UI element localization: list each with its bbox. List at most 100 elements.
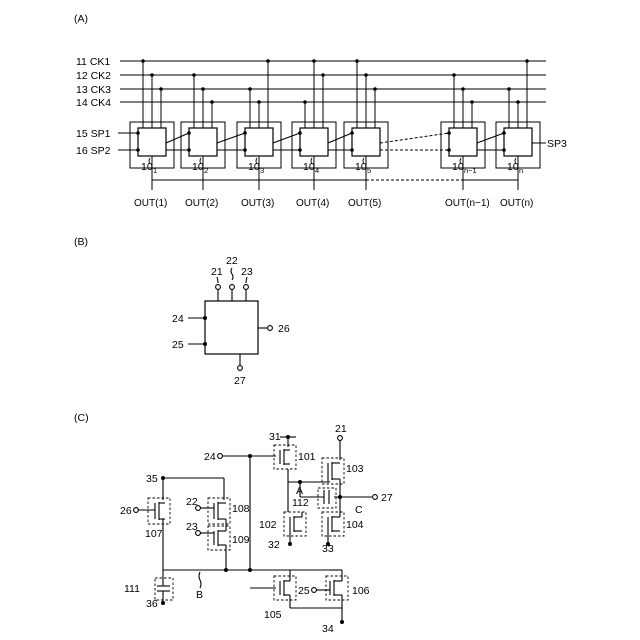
stage-link	[217, 133, 245, 143]
label-22: 22	[186, 496, 198, 508]
pin-25-dot	[203, 342, 207, 346]
pin-26-terminal	[268, 326, 273, 331]
label-23: 23	[186, 521, 198, 533]
clock-tap-dot	[364, 73, 368, 77]
clock-tap-dot	[452, 73, 456, 77]
clock-tap-dot	[257, 100, 261, 104]
rail-31-dot	[286, 435, 290, 439]
panel-a: (A) 11 CK1 12 CK2 13 CK3 14 CK4 15 SP1 1…	[74, 13, 567, 209]
t104-outline	[322, 512, 344, 536]
rail-32-dot	[288, 542, 292, 546]
node-c-dot	[338, 495, 342, 499]
stage-index: 5	[367, 166, 371, 175]
label-31: 31	[269, 431, 281, 443]
pin-22-label: 22	[226, 255, 238, 267]
stage-block-symbol	[205, 301, 258, 354]
rail-34-dot	[340, 620, 344, 624]
clock-tap-dot	[516, 100, 520, 104]
stage-number: 10	[248, 161, 260, 173]
node-b-dot	[224, 568, 228, 572]
stage-input-dot	[447, 131, 451, 135]
clock-tap-dot	[266, 59, 270, 63]
t103-label: 103	[346, 463, 364, 475]
label-24: 24	[204, 451, 216, 463]
stage-input-dot	[187, 148, 191, 152]
stage-link	[477, 133, 504, 143]
label-34: 34	[322, 623, 334, 635]
stage-number: 10	[192, 161, 204, 173]
t106-label: 106	[352, 585, 370, 597]
node-b-leader	[199, 572, 201, 588]
stage-output-label: OUT(5)	[348, 198, 381, 209]
t105-outline	[274, 576, 296, 600]
pin-22-leader	[231, 268, 233, 280]
stage-input-dot	[243, 148, 247, 152]
t101-label: 101	[298, 451, 316, 463]
stage-index: 2	[204, 166, 208, 175]
pin-27-label: 27	[234, 375, 246, 387]
stage-input-dot	[350, 148, 354, 152]
t101-outline	[274, 445, 296, 469]
clock-tap-dot	[355, 59, 359, 63]
clock-tap-dot	[210, 100, 214, 104]
terminal-27	[373, 495, 378, 500]
stage-index: n−1	[464, 166, 477, 175]
label-36: 36	[146, 598, 158, 610]
t107-label: 107	[145, 528, 163, 540]
label-33: 33	[322, 543, 334, 555]
terminal-24	[218, 454, 223, 459]
output-label-sp3: SP3	[547, 138, 567, 150]
label-32: 32	[268, 539, 280, 551]
pin-26-label: 26	[278, 323, 290, 335]
pin-21-terminal	[216, 285, 221, 290]
input-label-sp1: 15 SP1	[76, 128, 111, 140]
rail-36-dot	[161, 601, 165, 605]
c111-outline	[155, 578, 173, 600]
clock-tap-dot	[321, 73, 325, 77]
node-b-junction	[248, 568, 252, 572]
pin-23-label: 23	[241, 266, 253, 278]
stage-input-dot	[187, 131, 191, 135]
pin-22-terminal	[230, 285, 235, 290]
stage-index: 1	[153, 166, 157, 175]
bus-label-ck1: 11 CK1	[76, 56, 110, 68]
clock-tap-dot	[141, 59, 145, 63]
stage-block	[449, 128, 477, 156]
stage-link	[328, 133, 352, 143]
stage-number: 10	[141, 161, 153, 173]
t106-outline	[326, 576, 348, 600]
terminal-26	[134, 508, 139, 513]
stage-block	[352, 128, 380, 156]
t102-label: 102	[259, 519, 277, 531]
clock-tap-dot	[192, 73, 196, 77]
c111-label: 111	[124, 583, 140, 595]
stage-row: 101OUT(1)102OUT(2)103OUT(3)104OUT(4)105O…	[130, 59, 546, 209]
junction-24	[248, 454, 252, 458]
stage-input-dot	[298, 131, 302, 135]
stage-index: 3	[260, 166, 264, 175]
bus-label-ck2: 12 CK2	[76, 70, 111, 82]
stage-block	[504, 128, 532, 156]
terminal-21	[338, 436, 343, 441]
stage-output-label: OUT(3)	[241, 198, 274, 209]
t104-label: 104	[346, 519, 364, 531]
stage-input-dot	[136, 131, 140, 135]
clock-tap-dot	[373, 87, 377, 91]
stage-number: 10	[303, 161, 315, 173]
stage-input-dot	[298, 148, 302, 152]
terminal-25	[312, 588, 317, 593]
stage-input-dot	[350, 131, 354, 135]
t109-outline	[208, 526, 230, 550]
panel-b-label: (B)	[74, 236, 88, 248]
label-26: 26	[120, 505, 132, 517]
clock-tap-dot	[248, 87, 252, 91]
stage-index: n	[519, 166, 523, 175]
pin-24-dot	[203, 316, 207, 320]
clock-tap-dot	[461, 87, 465, 91]
stage-index: 4	[315, 166, 319, 175]
stage-number: 10	[355, 161, 367, 173]
node-b-label: B	[196, 589, 203, 601]
clock-tap-dot	[507, 87, 511, 91]
stage-output-label: OUT(4)	[296, 198, 329, 209]
t102-outline	[284, 512, 306, 536]
